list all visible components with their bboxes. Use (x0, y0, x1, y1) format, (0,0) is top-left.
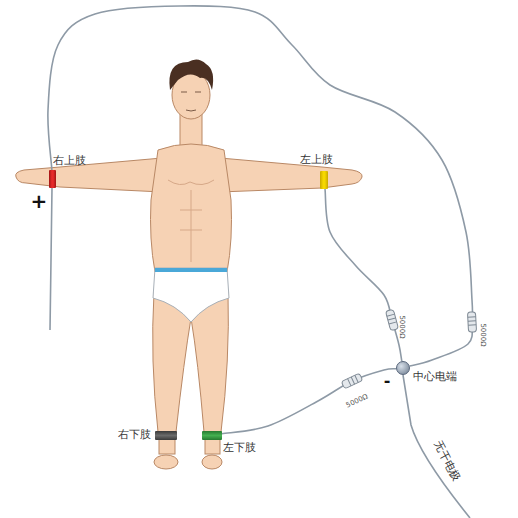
resistor-body (386, 309, 399, 330)
skin (16, 71, 362, 469)
resistor-symbol (467, 312, 476, 332)
hair (169, 59, 213, 90)
right-foot (154, 455, 178, 469)
resistor-bands (468, 317, 476, 325)
polarity-sign: - (384, 372, 391, 390)
electrode-band: 左下肢 (202, 431, 222, 440)
wire-path (222, 369, 396, 434)
right-ankle (159, 439, 175, 454)
positive-lead-wire (50, 188, 52, 330)
lead-wire (222, 369, 396, 434)
limb-label: 左上肢 (300, 153, 308, 166)
electrode-band: 左上肢 (320, 171, 328, 189)
left-arm (220, 158, 362, 192)
resistor-bands (348, 375, 359, 386)
resistor-symbol (386, 309, 399, 330)
face (181, 92, 201, 111)
resistor-body (467, 312, 476, 332)
left-ankle (205, 439, 220, 454)
chest-line (168, 180, 214, 185)
left-foot (202, 455, 222, 469)
limb-label: 右下肢 (118, 428, 140, 441)
abs-line (180, 190, 202, 262)
resistor-body (341, 373, 363, 389)
resistor-value: 5000Ω (398, 315, 406, 338)
briefs-band (155, 268, 227, 272)
resistor-symbol (341, 373, 363, 389)
resistor-value: 5000Ω (479, 323, 487, 346)
lead-wire (325, 189, 402, 361)
central-terminal: 中心电端 (396, 361, 410, 375)
wire-path (325, 189, 402, 361)
eyes (181, 92, 201, 93)
muscle-lines (168, 180, 214, 262)
limb-label: 右上肢 (53, 154, 60, 167)
electrode-band: 右下肢 (155, 431, 177, 440)
torso (151, 144, 232, 272)
mouth (186, 110, 196, 111)
indifferent-electrode-wire (403, 375, 470, 518)
electrode-name: 无干电极 (431, 439, 463, 484)
briefs (153, 268, 229, 322)
resistor-bands (387, 314, 397, 324)
electrode-band: 右上肢 (49, 170, 56, 188)
lead-wire (48, 6, 473, 366)
limb-label: 左下肢 (223, 441, 243, 454)
resistor-value: 5000Ω (345, 392, 369, 409)
polarity-sign: + (31, 190, 48, 212)
right-arm (16, 158, 162, 192)
wire-path (48, 6, 473, 366)
limb-label: 中心电端 (413, 370, 425, 383)
